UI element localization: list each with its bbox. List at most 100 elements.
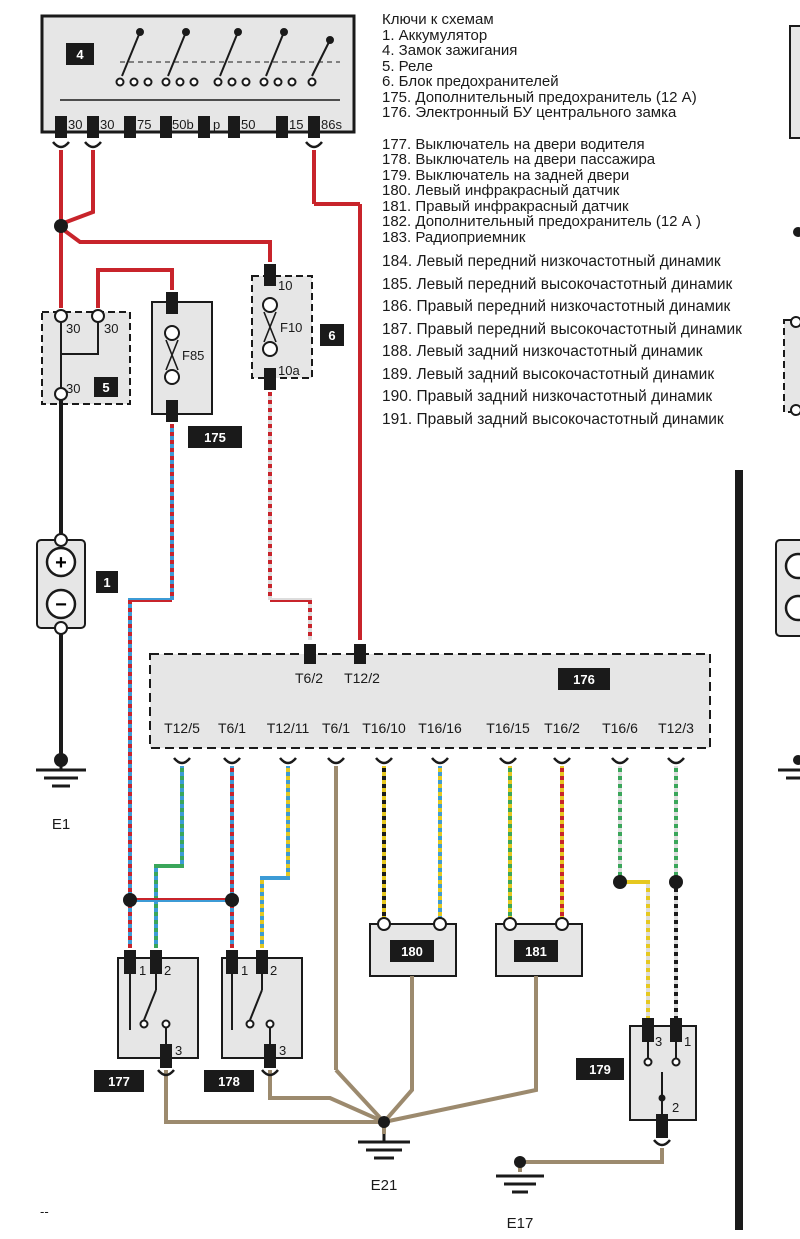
adjacent-diagram-fragment: [735, 25, 800, 1230]
ground-e17-label: E17: [507, 1215, 534, 1232]
ground-e1: [36, 760, 86, 788]
ignition-pin: p: [213, 117, 220, 132]
sensor-right-tag: 181: [525, 944, 547, 959]
ecu-input-pin: T6/2: [295, 670, 323, 686]
battery: + − 1: [36, 400, 118, 767]
switch-passenger: 1 2 3 178: [204, 950, 303, 1092]
battery-tag-box: [96, 571, 118, 593]
ground-e1-label: E1: [52, 816, 70, 833]
fuse-f10-pin: 10a: [278, 363, 300, 378]
fuse-f10: 10 F10 10a 6: [251, 264, 344, 390]
ignition-pin: 75: [137, 117, 151, 132]
ignition-switch-body: [40, 14, 356, 134]
relay-pin: 30: [66, 321, 80, 336]
fuse-f85-tag-box: [188, 426, 242, 448]
legend-item: 183. Радиоприемник: [382, 228, 526, 246]
ecu: 176 T6/2 T12/2 T12/5 T6/1 T12/11 T6/1 T1…: [149, 644, 711, 749]
legend-item: 182. Дополнительный предохранитель (12 А…: [382, 213, 701, 230]
legend-item: 184. Левый передний низкочастотный динам…: [382, 253, 721, 270]
relay-tag-box: [94, 377, 118, 397]
relay-pin: 30: [104, 321, 118, 336]
ignition-pin: 30: [100, 117, 114, 132]
legend-item: 185. Левый передний высокочастотный дина…: [382, 275, 733, 293]
legend-item: 189. Левый задний высокочастотный динами…: [382, 365, 715, 383]
battery-plus: +: [55, 552, 67, 574]
legend-item: 187. Правый передний высокочастотный дин…: [382, 320, 742, 338]
ecu-output-pin: T12/5: [164, 720, 200, 736]
ignition-tag-box: [66, 43, 94, 65]
junction-dot: [54, 219, 68, 233]
ignition-pin: 50: [241, 117, 255, 132]
switch-rear-pin: 2: [672, 1100, 679, 1115]
fuse-f85: F85 175: [151, 292, 242, 448]
fuse-f10-body: [251, 275, 313, 379]
legend-item: 186. Правый передний низкочастотный дина…: [382, 298, 731, 315]
ecu-tag-box: [558, 668, 610, 690]
legend-item: 5. Реле: [382, 57, 433, 75]
switch-driver-pin: 2: [164, 963, 171, 978]
fuse-f10-pin: 10: [278, 278, 292, 293]
sensor-left: 180: [369, 917, 457, 977]
switch-driver-pin: 3: [175, 1043, 182, 1058]
ecu-output-pin: T16/6: [602, 720, 638, 736]
ignition-pin: 50b: [172, 117, 194, 132]
page-footer-mark: --: [40, 1204, 49, 1219]
switch-rear-pin: 1: [684, 1034, 691, 1049]
ecu-output-pin: T12/11: [267, 720, 310, 736]
legend: Ключи к схемам 1. Аккумулятор 4. Замок з…: [382, 12, 800, 431]
switch-passenger-pin: 3: [279, 1043, 286, 1058]
ecu-output-pin: T6/1: [218, 720, 246, 736]
legend-item: 188. Левый задний низкочастотный динамик: [382, 343, 703, 360]
switch-rear: 3 1 2 179: [576, 1018, 697, 1138]
ignition-switch: 4 30 30 75 50b p 50 15 86s: [40, 14, 356, 138]
ignition-pin: 15: [289, 117, 303, 132]
relay-tag: 5: [102, 380, 109, 395]
switch-driver: 1 2 3 177: [94, 950, 199, 1092]
legend-item: 191. Правый задний высокочастотный динам…: [382, 410, 724, 428]
ecu-output-pin: T16/16: [418, 720, 462, 736]
legend-item: 176. Электронный БУ центрального замка: [382, 104, 677, 121]
ground-e21: [358, 1134, 410, 1160]
switch-passenger-tag: 178: [218, 1074, 240, 1089]
ecu-input-pin: T12/2: [344, 670, 380, 686]
ecu-output-pin: T12/3: [658, 720, 694, 736]
fuse-f85-body: [151, 301, 213, 415]
relay-pin: 30: [66, 381, 80, 396]
legend-title: Ключи к схемам: [382, 11, 494, 28]
ignition-tag: 4: [76, 47, 84, 62]
legend-item: 178. Выключатель на двери пассажира: [382, 151, 656, 168]
legend-item: 4. Замок зажигания: [382, 42, 518, 59]
ground-e17: [496, 1174, 544, 1194]
ground-wires: [164, 976, 538, 1134]
switch-passenger-pin: 1: [241, 963, 248, 978]
sensor-right: 181: [495, 917, 583, 977]
legend-item: 190. Правый задний низкочастотный динами…: [382, 388, 713, 405]
sensor-left-tag: 180: [401, 944, 423, 959]
switch-rear-tag: 179: [589, 1062, 611, 1077]
ignition-pin: 30: [68, 117, 82, 132]
ecu-output-pin: T6/1: [322, 720, 350, 736]
ignition-pin: 86s: [321, 117, 342, 132]
legend-item: 1. Аккумулятор: [382, 26, 488, 44]
legend-item: 6. Блок предохранителей: [382, 73, 559, 90]
fuse-f85-tag: 175: [204, 430, 226, 445]
switch-driver-body: [117, 957, 199, 1059]
switch-driver-pin: 1: [139, 963, 146, 978]
ecu-output-pin: T16/10: [362, 720, 406, 736]
ecu-body: [149, 653, 711, 749]
switch-passenger-pin: 2: [270, 963, 277, 978]
battery-minus: −: [55, 594, 67, 616]
ground-e21-label: E21: [371, 1177, 398, 1194]
ecu-output-pin: T16/15: [486, 720, 530, 736]
relay: 30 30 30 5: [41, 309, 131, 405]
ecu-output-pin: T16/2: [544, 720, 580, 736]
fuse-f10-tag-box: [320, 324, 344, 346]
legend-item: 177. Выключатель на двери водителя: [382, 135, 645, 153]
legend-item: 175. Дополнительный предохранитель (12 А…: [382, 88, 697, 106]
ecu-tag: 176: [573, 672, 595, 687]
fuse-f10-label: F10: [280, 320, 302, 335]
fuse-f85-label: F85: [182, 348, 204, 363]
legend-item: 179. Выключатель на задней двери: [382, 166, 630, 184]
fuse-f10-tag: 6: [328, 328, 335, 343]
